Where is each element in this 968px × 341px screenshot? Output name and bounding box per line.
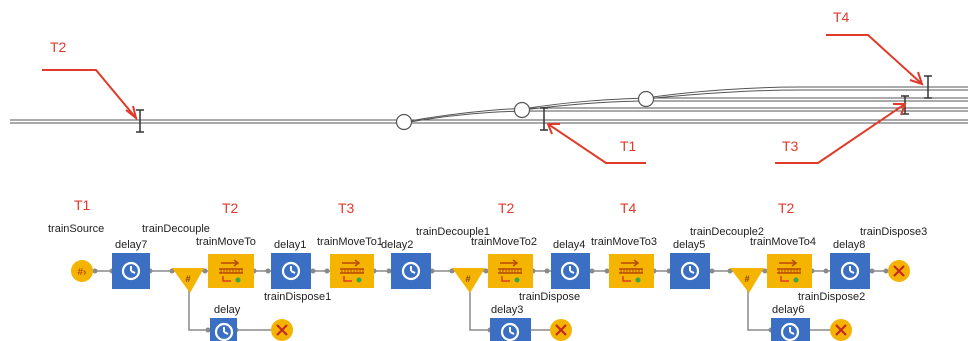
callout-t1-label: T1: [620, 138, 637, 154]
train-decouple1-label: trainDecouple1: [416, 226, 490, 238]
train-source-block[interactable]: #›: [71, 260, 93, 282]
train-dispose3-label: trainDispose3: [860, 226, 927, 238]
track-position-t2[interactable]: [136, 109, 144, 133]
callout-t2-label: T2: [50, 39, 67, 55]
train-move-to3-label: trainMoveTo3: [591, 236, 657, 248]
delay4-label: delay4: [553, 239, 585, 251]
delay3-label: delay3: [491, 304, 523, 316]
delay6-label: delay6: [772, 304, 804, 316]
delay1-block[interactable]: [271, 253, 311, 289]
train-dispose1-label: trainDispose1: [264, 291, 331, 303]
delay2-block[interactable]: [391, 253, 431, 289]
delay8-label: delay8: [833, 239, 865, 251]
train-dispose2-label: trainDispose2: [798, 291, 865, 303]
flow-header-6: T2: [778, 200, 795, 216]
train-move-to1-label: trainMoveTo1: [317, 236, 383, 248]
flowchart: T1 T2 T3 T2 T4 T2: [48, 197, 927, 341]
callout-t4: T4: [826, 9, 924, 86]
train-move-to4-block[interactable]: [767, 254, 812, 288]
delay5-block[interactable]: [670, 253, 710, 289]
train-move-to2-block[interactable]: [488, 254, 533, 288]
track-position-t4[interactable]: [924, 75, 932, 99]
delay1-label: delay1: [274, 239, 306, 251]
train-source-label: trainSource: [48, 223, 104, 235]
train-move-to3-block[interactable]: [609, 254, 654, 288]
track-layout: T2 T1 T3 T4: [10, 9, 968, 164]
track-switch-3[interactable]: [637, 90, 655, 108]
train-move-to2-label: trainMoveTo2: [471, 236, 537, 248]
delay2-label: delay2: [381, 239, 413, 251]
flow-header-2: T2: [222, 200, 239, 216]
callout-t3: T3: [775, 103, 907, 164]
delay7-block[interactable]: [112, 253, 150, 289]
svg-text:#›: #›: [78, 267, 87, 278]
delay6-block[interactable]: [771, 318, 810, 341]
svg-text:#: #: [185, 274, 190, 284]
track-position-t1[interactable]: [540, 107, 548, 131]
delay-block[interactable]: [210, 318, 237, 341]
flow-header-1: T1: [74, 197, 91, 213]
train-decouple-block[interactable]: #: [172, 268, 204, 293]
callout-t1: T1: [546, 123, 646, 164]
delay7-label: delay7: [115, 239, 147, 251]
train-dispose-block[interactable]: [550, 319, 572, 341]
callout-t2: T2: [42, 39, 138, 121]
train-move-to-block[interactable]: [208, 254, 254, 288]
svg-text:#: #: [744, 274, 749, 284]
train-dispose2-block[interactable]: [830, 319, 852, 341]
train-move-to-label: trainMoveTo: [196, 236, 256, 248]
delay5-label: delay5: [673, 239, 705, 251]
delay3-block[interactable]: [490, 318, 531, 341]
flow-header-3: T3: [338, 200, 355, 216]
train-move-to4-label: trainMoveTo4: [750, 236, 816, 248]
train-decouple2-label: trainDecouple2: [690, 226, 764, 238]
delay4-block[interactable]: [551, 253, 590, 289]
train-decouple2-block[interactable]: #: [730, 268, 764, 293]
delay8-block[interactable]: [830, 253, 870, 289]
train-decouple-label: trainDecouple: [142, 223, 210, 235]
svg-text:#: #: [465, 274, 470, 284]
flow-header-4: T2: [498, 200, 515, 216]
train-dispose-label: trainDispose: [519, 291, 580, 303]
callout-t3-label: T3: [782, 138, 799, 154]
track-switch-2[interactable]: [513, 101, 531, 119]
delay-label: delay: [214, 304, 241, 316]
flow-header-5: T4: [620, 200, 637, 216]
train-move-to1-block[interactable]: [330, 254, 374, 288]
train-dispose1-block[interactable]: [271, 319, 293, 341]
track-switch-1[interactable]: [395, 113, 413, 131]
train-dispose3-block[interactable]: [888, 260, 910, 282]
callout-t4-label: T4: [833, 9, 850, 25]
train-decouple1-block[interactable]: #: [452, 268, 485, 293]
